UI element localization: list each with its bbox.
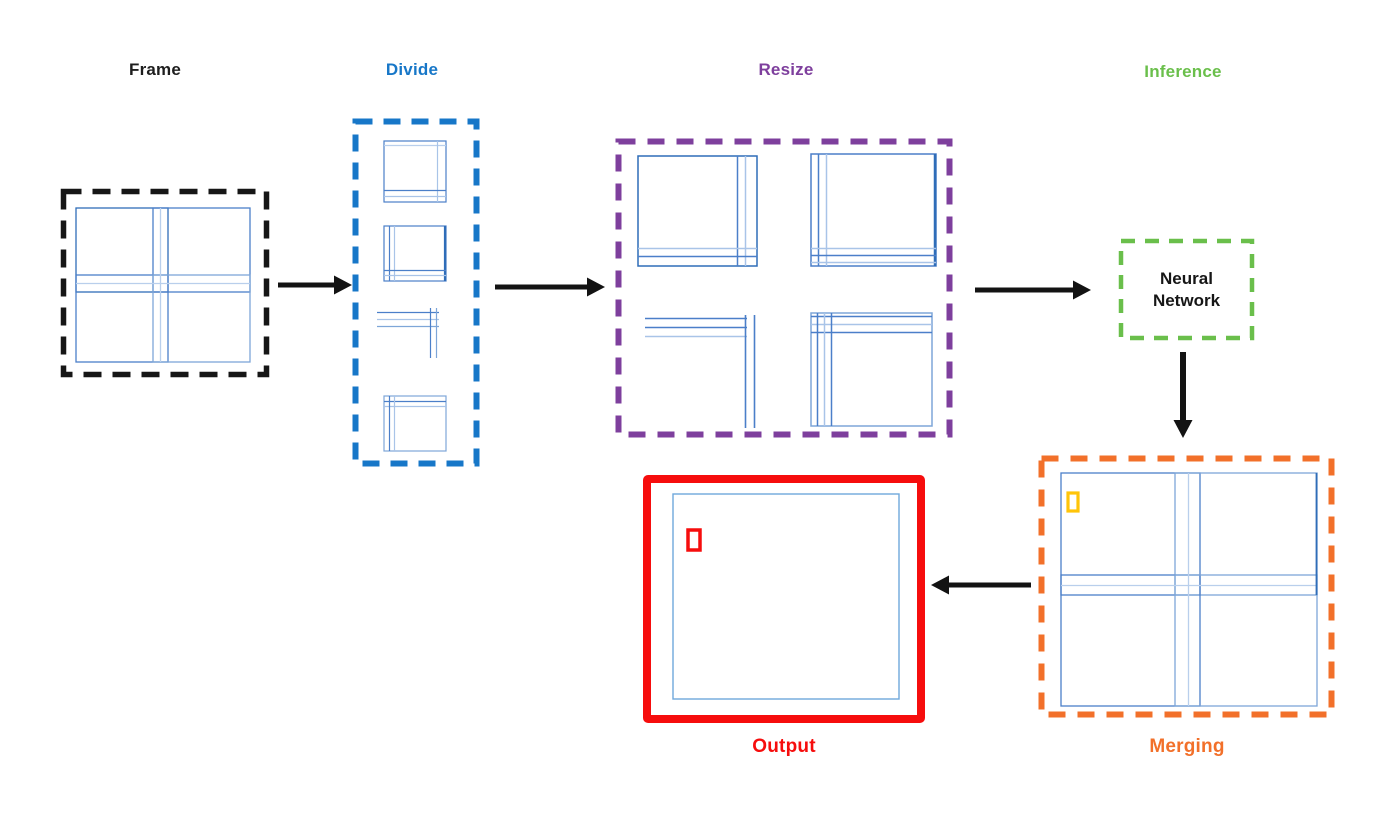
divide-tile-bottom-left (377, 308, 439, 358)
merging-dashed-border (1038, 455, 1335, 718)
divide-stage-label: Divide (385, 60, 439, 79)
divide-tile-bottom-right (383, 395, 447, 452)
divide-dashed-border (352, 118, 480, 467)
frame-stage-label: Frame (128, 60, 182, 79)
merging-stage-label: Merging (1149, 736, 1225, 757)
inference-stage-label: Inference (1144, 62, 1222, 81)
divide-tile-top-right (383, 225, 447, 282)
resize-tile-top-left (637, 155, 758, 267)
divide-box (352, 118, 480, 467)
merging-to-output-arrow (931, 575, 1031, 595)
merging-detection-box (1066, 491, 1080, 513)
resize-tile-top-right (810, 153, 937, 267)
neural-network-node: Neural Network (1118, 238, 1255, 341)
inference-dashed-border (1118, 238, 1255, 341)
output-stage-label: Output (752, 736, 816, 757)
resize-box (615, 138, 953, 438)
resize-tile-bottom-right (810, 312, 933, 427)
neural-network-label: Neural Network (1152, 269, 1221, 310)
output-image (672, 493, 900, 700)
frame-image (75, 207, 251, 363)
inference-to-merging-arrow (1173, 352, 1193, 438)
divide-to-resize-arrow (495, 277, 605, 297)
frame-to-divide-arrow (278, 275, 352, 295)
output-box (643, 475, 925, 723)
resize-tile-bottom-left (645, 315, 756, 428)
divide-tile-top-left (383, 140, 447, 203)
resize-to-inference-arrow (975, 280, 1091, 300)
merging-box (1038, 455, 1335, 718)
frame-box (60, 188, 270, 378)
frame-dashed-border (60, 188, 270, 378)
merging-image (1060, 472, 1318, 707)
resize-stage-label: Resize (758, 60, 814, 79)
resize-dashed-border (615, 138, 953, 438)
output-detection-box (686, 528, 702, 552)
